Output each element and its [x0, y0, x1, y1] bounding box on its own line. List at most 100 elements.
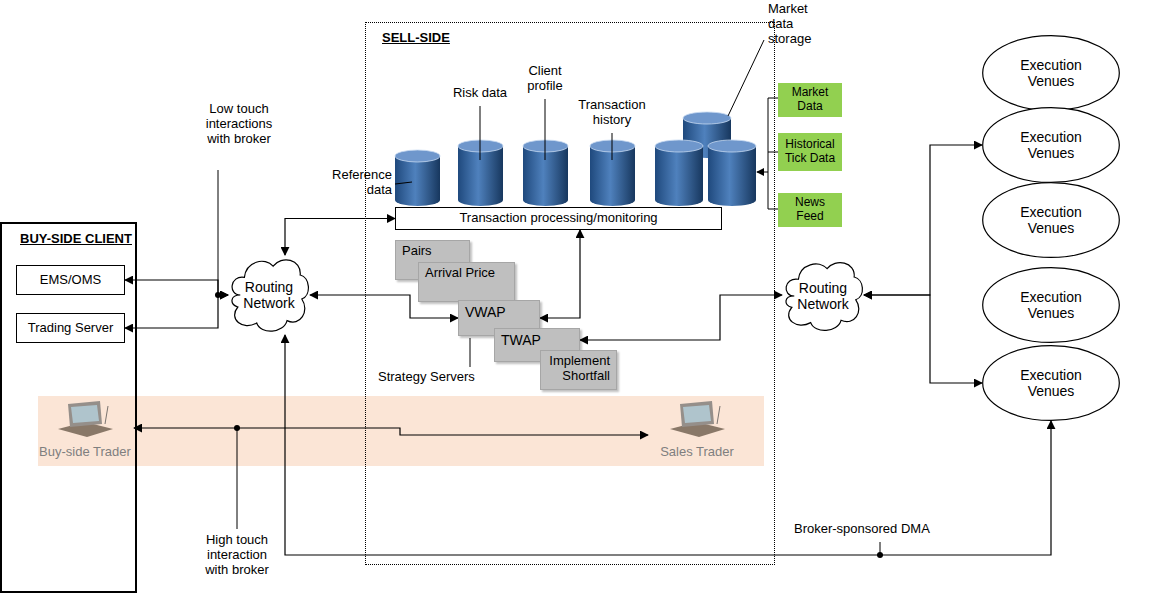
node-text: Trading Server: [28, 321, 114, 336]
screen-frame: [68, 401, 102, 427]
venue-ellipse: Execution Venues: [982, 107, 1120, 183]
leader-line: [728, 40, 764, 116]
antenna: [105, 406, 108, 424]
trader-icon: [667, 400, 727, 438]
cylinder-top: [395, 150, 440, 162]
cylinder-top: [683, 112, 731, 124]
network-cloud: Routing Network: [782, 258, 864, 334]
cylinder-body: [655, 146, 703, 206]
node-text: VWAP: [465, 304, 506, 320]
database-cylinder: [708, 140, 756, 206]
ellipse-outline: [983, 36, 1120, 111]
node-text: Execution Venues: [1008, 289, 1094, 321]
ellipse-outline: [983, 346, 1120, 421]
connector-arrow: [864, 145, 982, 295]
screen-glass: [71, 405, 99, 423]
bracket-line: [768, 152, 778, 153]
callout-label: High touch interaction with broker: [195, 533, 279, 578]
screen-glass: [683, 405, 711, 423]
strategy-box: Implement Shortfall: [540, 350, 617, 390]
antenna: [717, 406, 720, 424]
frame-title: SELL-SIDE: [382, 31, 774, 46]
cylinder-top: [655, 140, 703, 152]
node-text: Transaction processing/monitoring: [459, 211, 657, 226]
trader-terminal: Buy-side Trader: [36, 398, 134, 462]
strategy-box: Arrival Price: [418, 262, 515, 302]
callout-label: Client profile: [515, 64, 575, 94]
node-text: TWAP: [501, 332, 541, 348]
connector-arrow: [285, 219, 395, 256]
system-box: EMS/OMS: [16, 265, 125, 295]
leader-line: [612, 133, 613, 160]
node-text: Routing Network: [240, 279, 298, 311]
cylinder-top: [708, 140, 756, 152]
ellipse-outline: [983, 108, 1120, 183]
leader-lines: [218, 40, 880, 555]
data-feed-box: Historical Tick Data: [778, 133, 842, 171]
callout-label: Strategy Servers: [378, 370, 498, 385]
node-text: News Feed: [782, 196, 838, 224]
screen-frame: [680, 401, 714, 427]
system-box: Trading Server: [16, 313, 125, 343]
bracket-arrow: [757, 172, 768, 173]
node-text: Execution Venues: [1008, 129, 1094, 161]
callout-label: Risk data: [440, 86, 520, 101]
node-text: Market Data: [782, 86, 838, 114]
connector-arrow: [540, 230, 580, 318]
trader-icon: [55, 400, 115, 438]
cylinder-body: [708, 146, 756, 206]
trader-terminal: Sales Trader: [648, 398, 746, 462]
node-text: Buy-side Trader: [39, 445, 131, 460]
connector-arrow: [134, 428, 648, 435]
venue-ellipse: Execution Venues: [982, 345, 1120, 421]
leader-line: [480, 106, 481, 160]
leader-line: [545, 99, 546, 160]
node-text: Execution Venues: [1008, 367, 1094, 399]
cloud-outline: [232, 260, 308, 331]
node-text: Execution Venues: [1008, 204, 1094, 236]
cloud-outline: [786, 263, 862, 331]
bracket-line: [768, 98, 769, 209]
callout-label: Low touch interactions with broker: [196, 102, 282, 147]
connector-arrow: [285, 335, 1051, 555]
venue-ellipse: Execution Venues: [982, 182, 1120, 258]
connector-arrow: [580, 295, 782, 340]
connector-arrow: [125, 295, 228, 328]
node-text: EMS/OMS: [40, 273, 101, 288]
node-text: Historical Tick Data: [782, 138, 838, 166]
leader-line: [218, 170, 219, 295]
callout-label: Transaction history: [570, 98, 654, 128]
process-box: Transaction processing/monitoring: [395, 207, 722, 230]
callout-label: Reference data: [328, 168, 392, 198]
leader-line: [395, 182, 412, 184]
leader-line: [237, 428, 238, 529]
sell-side-frame: Transaction processing/monitoringPairsAr…: [365, 22, 775, 565]
ellipse-outline: [983, 183, 1120, 258]
connector-label: Broker-sponsored DMA: [792, 522, 932, 537]
database-cylinder: [655, 140, 703, 206]
database-cylinder: [395, 150, 440, 206]
data-feed-box: Market Data: [778, 83, 842, 117]
venue-ellipse: Execution Venues: [982, 267, 1120, 343]
bracket-line: [768, 98, 778, 99]
callout-label: Market data storage: [768, 2, 832, 47]
bracket-line: [768, 209, 778, 210]
node-text: Routing Network: [794, 280, 852, 312]
high-touch-band: [38, 396, 764, 466]
network-cloud: Routing Network: [228, 255, 310, 335]
connector-arrow: [864, 295, 982, 383]
cylinder-body: [395, 156, 440, 206]
node-text: Execution Venues: [1008, 57, 1094, 89]
node-text: Pairs: [402, 244, 432, 259]
client-frame: EMS/OMSTrading ServerBuy-side TraderBUY-…: [0, 222, 137, 593]
node-text: Arrival Price: [425, 266, 495, 281]
leader-line: [470, 338, 471, 367]
node-text: Sales Trader: [660, 445, 734, 460]
ellipse-outline: [983, 268, 1120, 343]
node-text: Implement Shortfall: [547, 354, 610, 384]
connector-arrow: [125, 280, 228, 295]
venue-ellipse: Execution Venues: [982, 35, 1120, 111]
